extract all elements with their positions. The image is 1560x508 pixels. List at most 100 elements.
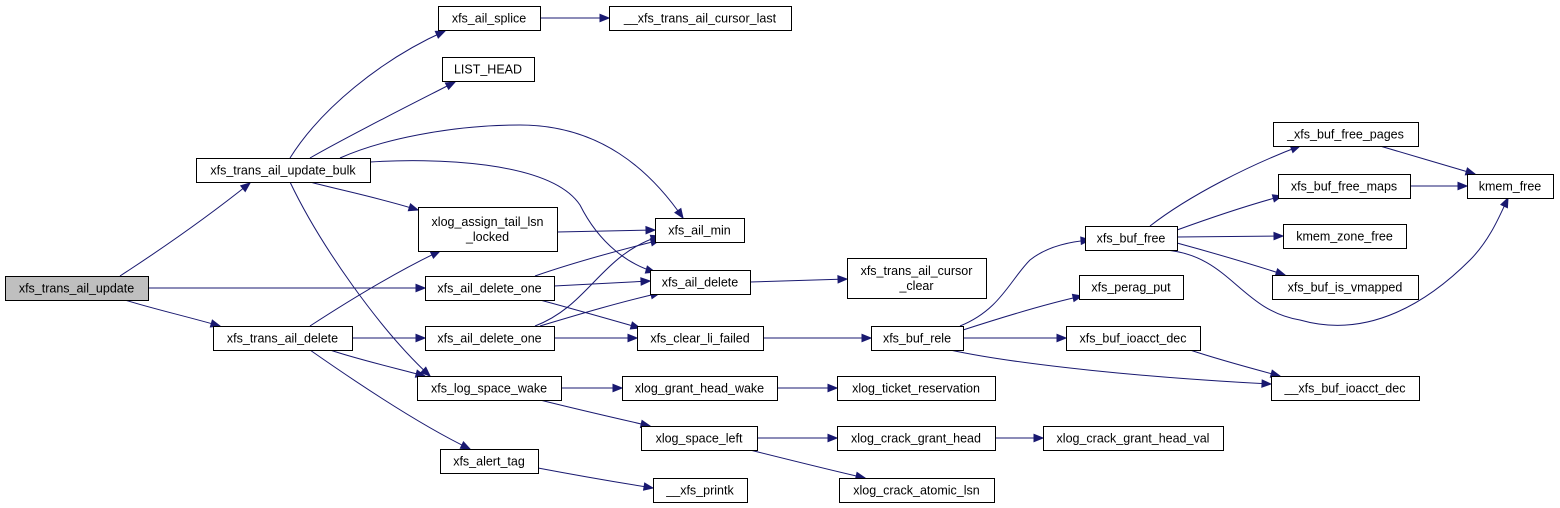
node-xfs_buf_is_vmapped[interactable]: xfs_buf_is_vmapped — [1272, 275, 1419, 300]
node-label: LIST_HEAD — [454, 63, 522, 77]
node-box — [417, 376, 562, 401]
node-box — [442, 57, 535, 82]
arrow-head — [827, 383, 839, 393]
edge-xfs_buf_ioacct_dec-to-__xfs_buf_ioacct_dec — [1189, 349, 1282, 378]
node-xfs_trans_ail_update_bulk[interactable]: xfs_trans_ail_update_bulk — [196, 158, 371, 183]
node-xfs_ail_delete_one_b[interactable]: xfs_ail_delete_one — [425, 326, 555, 351]
edge-line — [329, 349, 426, 377]
node-__xfs_trans_ail_cursor_last[interactable]: __xfs_trans_ail_cursor_last — [609, 6, 792, 31]
arrow-head — [420, 366, 431, 377]
arrow-head — [837, 274, 849, 284]
edge-xfs_buf_free-to-xfs_buf_free_maps — [1176, 194, 1284, 231]
node-label: xfs_ail_delete_one — [437, 332, 541, 346]
node-xfs_trans_ail_update[interactable]: xfs_trans_ail_update — [5, 276, 149, 301]
node-label: kmem_zone_free — [1296, 230, 1393, 244]
node-xfs_ail_delete_one_a[interactable]: xfs_ail_delete_one — [425, 276, 555, 301]
node-label: _xfs_buf_free_pages — [1286, 128, 1404, 142]
edge-xfs_trans_ail_update_bulk-to-xfs_ail_splice — [289, 30, 447, 159]
edge-line — [1176, 242, 1286, 276]
node-label: xfs_alert_tag — [453, 455, 525, 469]
node-__xfs_printk[interactable]: __xfs_printk — [653, 478, 748, 503]
node-label: xlog_crack_atomic_lsn — [853, 484, 979, 498]
node-xlog_space_left[interactable]: xlog_space_left — [641, 426, 758, 451]
arrow-head — [429, 250, 442, 259]
edge-xfs_trans_ail_update-to-xfs_trans_ail_update_bulk — [119, 182, 252, 277]
edge-xfs_clear_li_failed-to-xfs_buf_rele — [763, 333, 873, 343]
edge-line — [309, 349, 471, 450]
arrow-head — [612, 383, 624, 393]
node-xfs_alert_tag[interactable]: xfs_alert_tag — [440, 449, 539, 474]
edge-xfs_ail_splice-to-__xfs_trans_ail_cursor_last — [540, 13, 611, 23]
node-box — [650, 270, 751, 295]
node-box — [196, 158, 371, 183]
node-xlog_crack_atomic_lsn[interactable]: xlog_crack_atomic_lsn — [839, 478, 995, 503]
node-xlog_grant_head_wake[interactable]: xlog_grant_head_wake — [622, 376, 778, 401]
node-xfs_trans_ail_cursor_clear[interactable]: xfs_trans_ail_cursor_clear — [847, 258, 987, 299]
node-xlog_crack_grant_head_val[interactable]: xlog_crack_grant_head_val — [1043, 426, 1224, 451]
node-xfs_buf_ioacct_dec[interactable]: xfs_buf_ioacct_dec — [1066, 326, 1201, 351]
node-xfs_clear_li_failed[interactable]: xfs_clear_li_failed — [637, 326, 764, 351]
arrow-head — [1261, 379, 1273, 388]
edge-line — [1176, 195, 1283, 231]
node-label: __xfs_buf_ioacct_dec — [1284, 382, 1406, 396]
node-label: xlog_crack_grant_head_val — [1057, 432, 1210, 446]
edge-line — [309, 81, 456, 159]
node-box — [1272, 275, 1419, 300]
node-xfs_buf_free[interactable]: xfs_buf_free — [1085, 226, 1178, 251]
node-label: xfs_trans_ail_update_bulk — [210, 164, 356, 178]
edge-line — [309, 250, 441, 327]
edge-xfs_buf_rele-to-__xfs_buf_ioacct_dec — [949, 349, 1273, 388]
arrow-head — [640, 277, 652, 286]
arrow-head — [642, 482, 655, 491]
edge-line — [1149, 145, 1301, 227]
node-label: xfs_ail_delete — [662, 276, 738, 290]
edge-line — [553, 280, 651, 287]
node-LIST_HEAD[interactable]: LIST_HEAD — [442, 57, 535, 82]
edge-xfs_buf_rele-to-xfs_perag_put — [962, 293, 1084, 331]
edge-xfs_trans_ail_update_bulk-to-xfs_ail_min — [339, 124, 684, 220]
edge-xlog_space_left-to-xlog_crack_atomic_lsn — [749, 449, 867, 481]
arrow-head — [459, 440, 472, 450]
node-label: xlog_ticket_reservation — [852, 382, 980, 396]
node-xfs_buf_rele[interactable]: xfs_buf_rele — [871, 326, 964, 351]
arrow-head — [209, 319, 222, 328]
edge-line — [339, 124, 684, 219]
edges-layer — [119, 13, 1509, 491]
edge-xfs_ail_delete_one_a-to-xfs_ail_delete — [553, 277, 652, 287]
node-xlog_ticket_reservation[interactable]: xlog_ticket_reservation — [837, 376, 996, 401]
node-xfs_ail_splice[interactable]: xfs_ail_splice — [438, 6, 541, 31]
edge-xlog_crack_grant_head-to-xlog_crack_grant_head_val — [995, 433, 1045, 443]
arrow-head — [434, 30, 447, 39]
node-box — [213, 326, 353, 351]
node-_xfs_buf_free_pages[interactable]: _xfs_buf_free_pages — [1273, 122, 1419, 147]
node-xlog_assign_tail_lsn_locked[interactable]: xlog_assign_tail_lsn_locked — [418, 207, 558, 252]
edge-line — [289, 181, 431, 377]
node-xfs_ail_delete[interactable]: xfs_ail_delete — [650, 270, 751, 295]
node-xfs_perag_put[interactable]: xfs_perag_put — [1079, 275, 1184, 300]
arrow-head — [599, 13, 611, 23]
node-__xfs_buf_ioacct_dec[interactable]: __xfs_buf_ioacct_dec — [1271, 376, 1420, 401]
edge-xfs_ail_delete-to-xfs_trans_ail_cursor_clear — [749, 274, 849, 284]
node-box — [847, 258, 987, 299]
node-box — [641, 426, 758, 451]
edge-line — [124, 299, 221, 327]
node-xfs_ail_min[interactable]: xfs_ail_min — [655, 218, 745, 243]
node-label: xfs_clear_li_failed — [650, 332, 749, 346]
node-label: kmem_free — [1479, 180, 1542, 194]
edge-line — [289, 30, 446, 159]
node-kmem_zone_free[interactable]: kmem_zone_free — [1283, 224, 1407, 249]
node-label: xfs_ail_min — [668, 224, 731, 238]
node-xlog_crack_grant_head[interactable]: xlog_crack_grant_head — [837, 426, 996, 451]
node-xfs_buf_free_maps[interactable]: xfs_buf_free_maps — [1278, 174, 1411, 199]
node-kmem_free[interactable]: kmem_free — [1467, 174, 1554, 199]
edge-line — [959, 239, 1091, 327]
node-xfs_trans_ail_delete[interactable]: xfs_trans_ail_delete — [213, 326, 353, 351]
arrow-head — [1457, 181, 1469, 191]
node-xfs_log_space_wake[interactable]: xfs_log_space_wake — [417, 376, 562, 401]
node-box — [438, 6, 541, 31]
node-label: __xfs_printk — [665, 484, 734, 498]
edge-xfs_trans_ail_update-to-xfs_ail_delete_one_a — [148, 283, 427, 293]
edge-line — [556, 229, 656, 233]
edge-line — [119, 182, 251, 277]
node-box — [1467, 174, 1554, 199]
